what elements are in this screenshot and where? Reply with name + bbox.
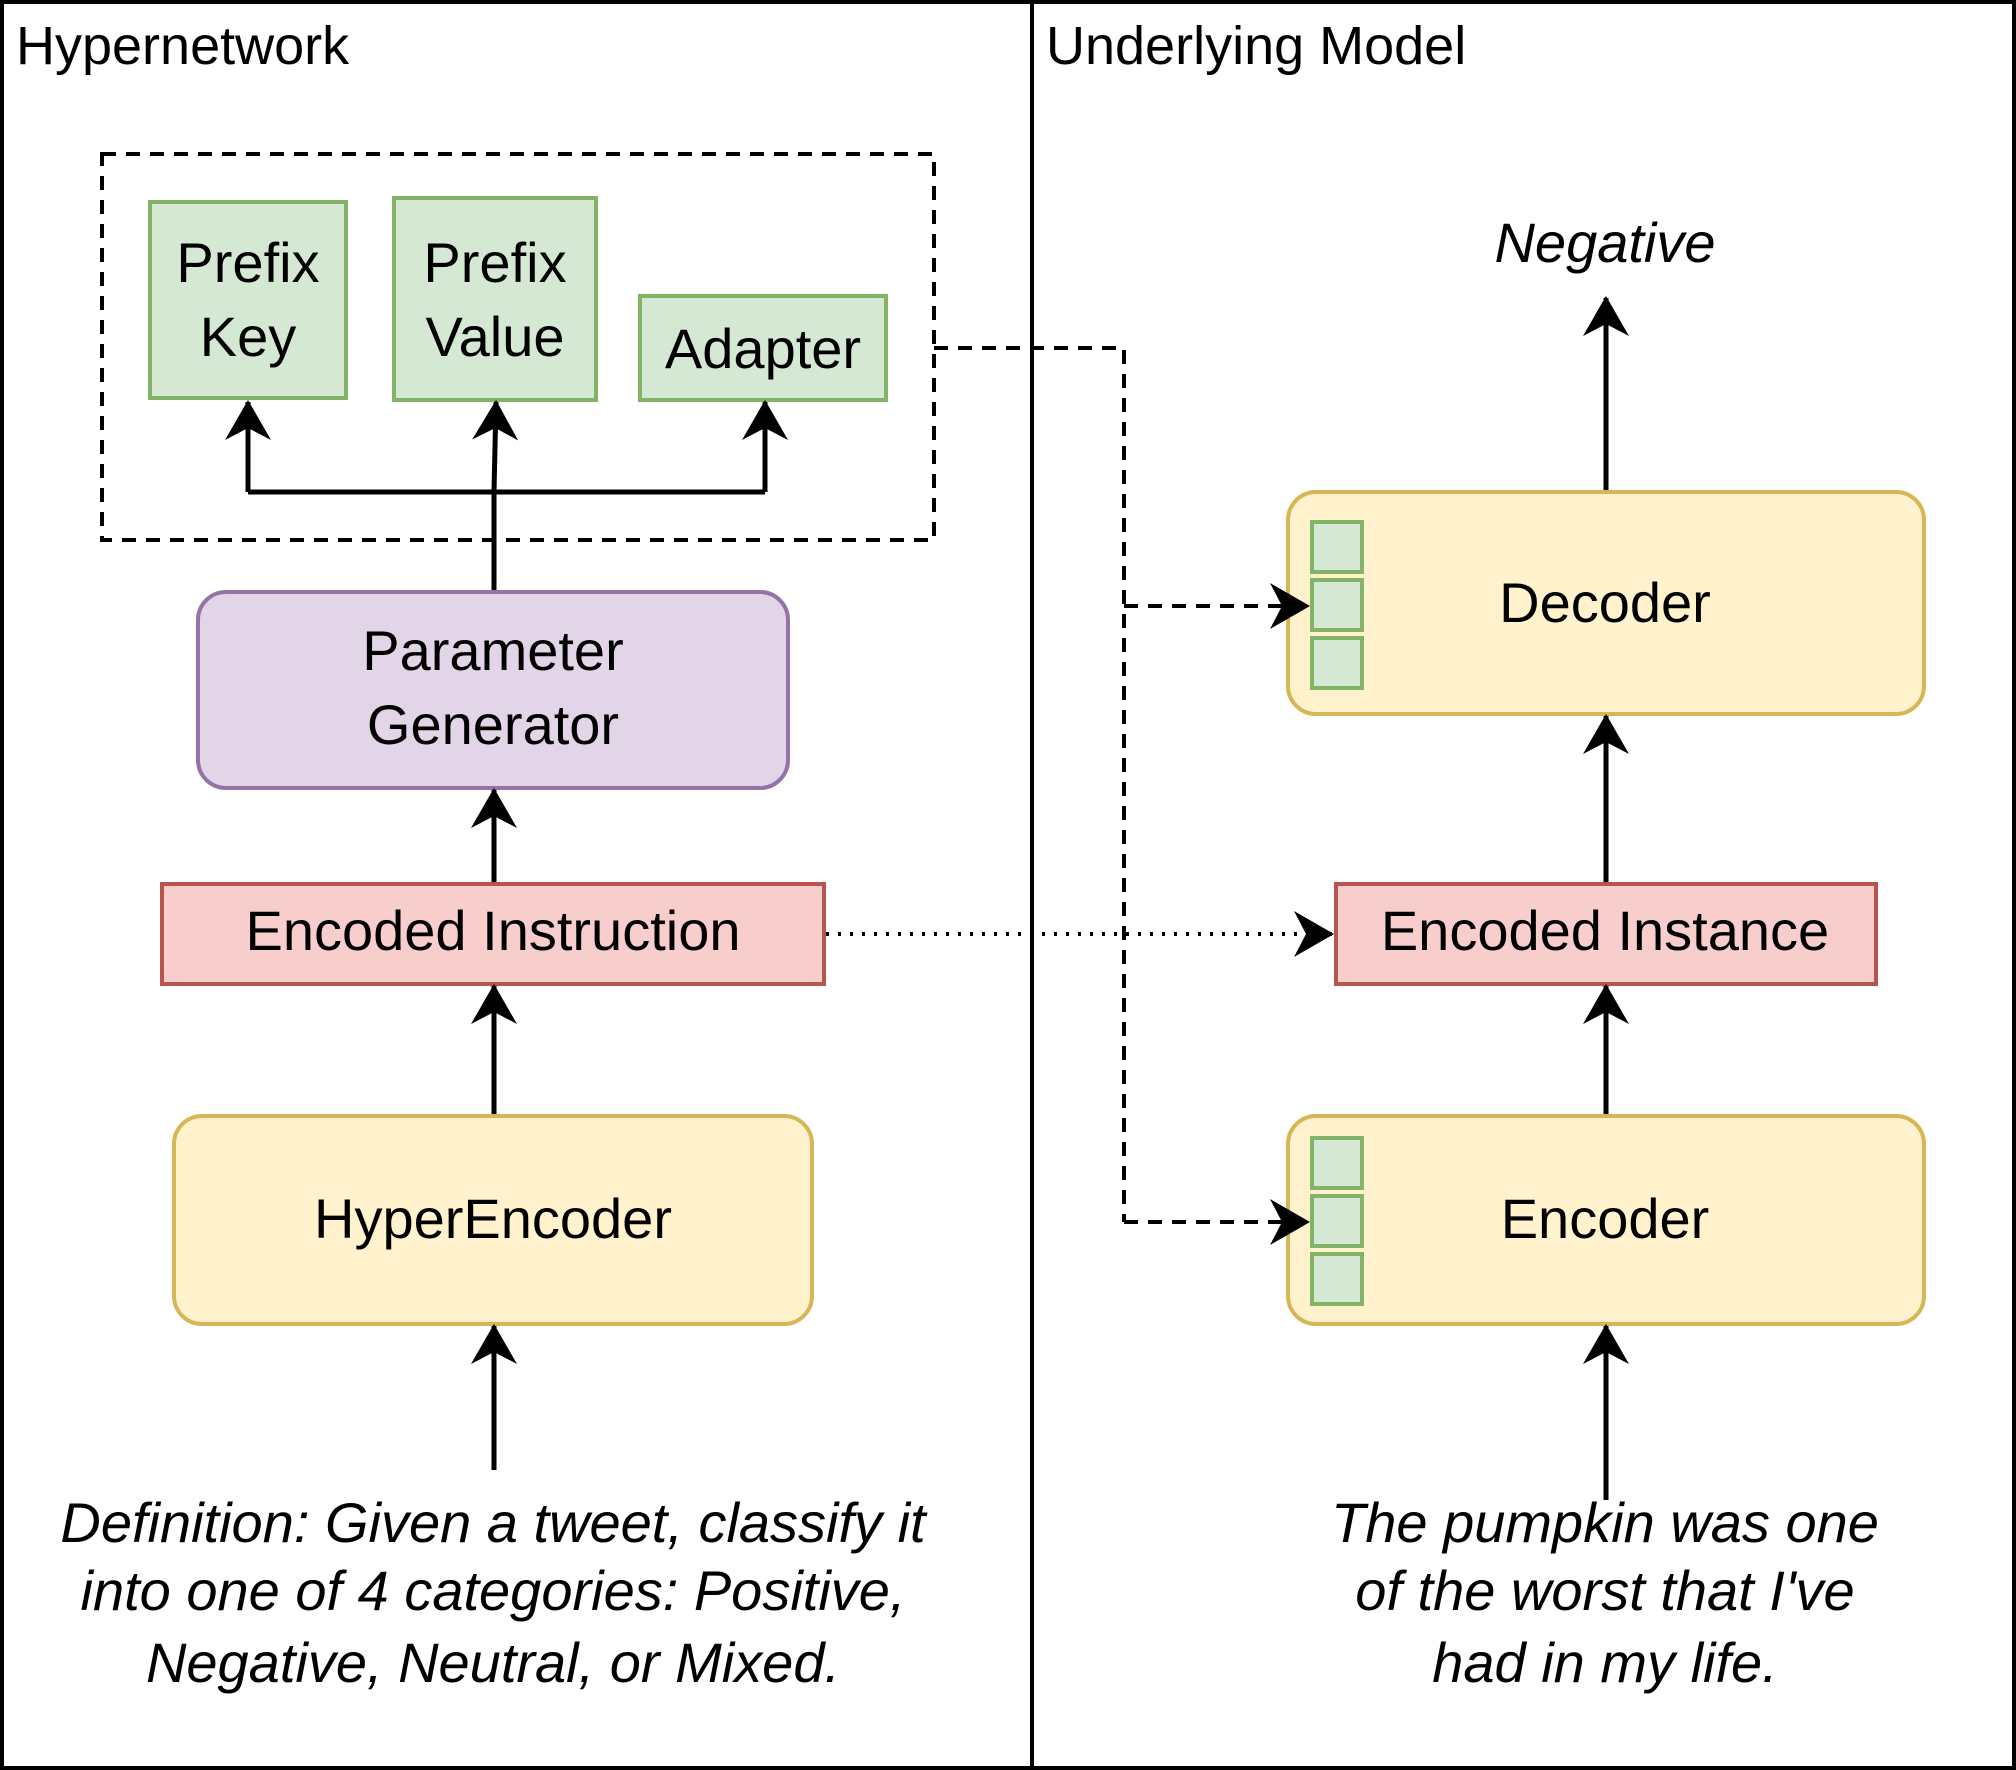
prefix-value-label-line1: Prefix bbox=[423, 231, 566, 294]
decoder-param-slot-2 bbox=[1310, 578, 1364, 632]
underlying-model-title: Underlying Model bbox=[1046, 16, 1466, 76]
adapter-box: Adapter bbox=[638, 294, 888, 402]
instruction-definition-text: Definition: Given a tweet, classify it i… bbox=[60, 1491, 928, 1694]
prefix-key-box: Prefix Key bbox=[148, 200, 348, 400]
decoder-box: Decoder bbox=[1286, 490, 1926, 716]
encoded-instruction-box: Encoded Instruction bbox=[160, 882, 826, 986]
hypernetwork-title: Hypernetwork bbox=[16, 16, 350, 76]
input-text-line3: had in my life. bbox=[1432, 1631, 1778, 1694]
encoded-instruction-label: Encoded Instruction bbox=[246, 899, 741, 962]
input-text-line1: The pumpkin was one bbox=[1331, 1491, 1879, 1554]
encoded-instance-label: Encoded Instance bbox=[1381, 899, 1829, 962]
decoder-param-slot-3 bbox=[1310, 636, 1364, 690]
prefix-value-label-line2: Value bbox=[425, 305, 564, 368]
encoder-param-slot-3 bbox=[1310, 1252, 1364, 1306]
decoder-label: Decoder bbox=[1499, 571, 1711, 634]
instruction-text-line3: Negative, Neutral, or Mixed. bbox=[146, 1631, 840, 1694]
output-label: Negative bbox=[1494, 211, 1715, 274]
generated-parameters-group bbox=[100, 152, 936, 542]
parameter-generator-box: Parameter Generator bbox=[196, 590, 790, 790]
encoder-param-slot-1 bbox=[1310, 1136, 1364, 1190]
prefix-key-label-line2: Key bbox=[200, 305, 297, 368]
encoded-instance-box: Encoded Instance bbox=[1334, 882, 1878, 986]
instruction-text-line2: into one of 4 categories: Positive, bbox=[81, 1559, 906, 1622]
adapter-label: Adapter bbox=[665, 317, 861, 380]
input-instance-text: The pumpkin was one of the worst that I'… bbox=[1331, 1491, 1879, 1694]
input-text-line2: of the worst that I've bbox=[1355, 1559, 1854, 1622]
encoder-box: Encoder bbox=[1286, 1114, 1926, 1326]
encoder-label: Encoder bbox=[1501, 1187, 1710, 1250]
instruction-text-line1: Definition: Given a tweet, classify it bbox=[60, 1491, 928, 1554]
parameter-injection-connector bbox=[934, 346, 1310, 1245]
decoder-param-slot-1 bbox=[1310, 520, 1364, 574]
parameter-generator-label-line2: Generator bbox=[367, 693, 619, 756]
hyperencoder-box: HyperEncoder bbox=[172, 1114, 814, 1326]
hyperencoder-label: HyperEncoder bbox=[314, 1187, 672, 1250]
prefix-value-box: Prefix Value bbox=[392, 196, 598, 402]
underlying-model-panel bbox=[1030, 0, 2016, 1770]
encoder-param-slot-2 bbox=[1310, 1194, 1364, 1248]
generator-output-arrows bbox=[225, 400, 788, 592]
prefix-key-label-line1: Prefix bbox=[176, 231, 319, 294]
parameter-generator-label-line1: Parameter bbox=[362, 619, 623, 682]
